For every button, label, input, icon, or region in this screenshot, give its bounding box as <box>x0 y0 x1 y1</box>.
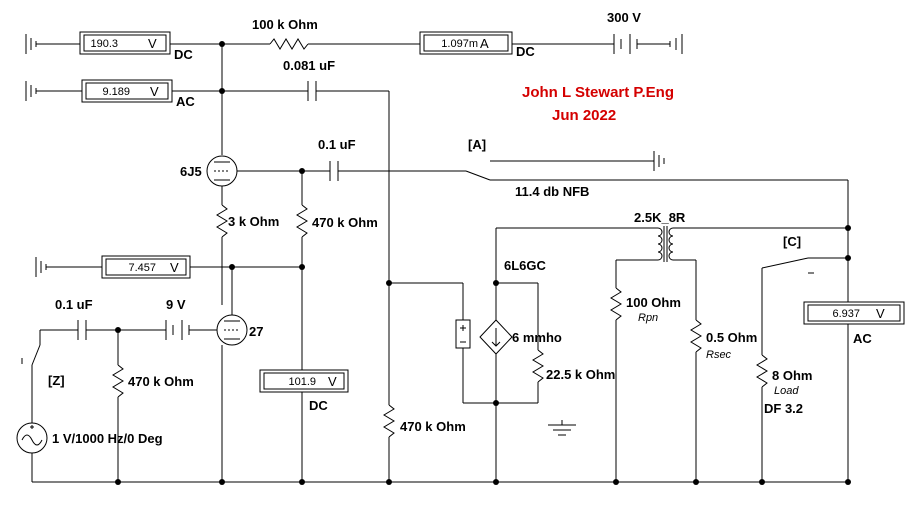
meter-mode: DC <box>174 47 193 62</box>
resistor-label: 100 Ohm <box>626 295 681 310</box>
voltmeter-output-ac: 6.937 V <box>803 301 905 325</box>
gm-label: 6 mmho <box>512 330 562 345</box>
meter-unit: V <box>328 374 337 389</box>
meter-mode: DC <box>516 44 535 59</box>
vccs-source <box>479 319 513 355</box>
ground-symbol-a <box>653 151 665 171</box>
voltmeter-plate-dc: 190.3 V <box>79 31 171 55</box>
capacitor-label: 0.1 uF <box>55 297 93 312</box>
meter-unit: V <box>170 260 179 275</box>
switch-c <box>761 257 814 274</box>
resistor-input <box>112 364 124 398</box>
resistor-label: 8 Ohm <box>772 368 812 383</box>
resistor-label: 3 k Ohm <box>228 214 279 229</box>
ground-symbol-supply <box>669 34 683 54</box>
tube-label: 6L6GC <box>504 258 547 273</box>
meter-unit: V <box>150 84 159 99</box>
resistor-primary <box>610 287 622 321</box>
resistor-load <box>756 354 768 388</box>
controlling-voltage-sensor <box>455 319 471 349</box>
switch-z <box>21 344 41 375</box>
resistor-grid-leak <box>383 404 395 438</box>
df-label: DF 3.2 <box>764 401 803 416</box>
capacitor-grid <box>329 161 339 181</box>
output-transformer <box>657 226 674 262</box>
triode-6j5 <box>206 155 238 187</box>
resistor-label: 470 k Ohm <box>312 215 378 230</box>
resistor-plate-out <box>532 349 544 383</box>
resistor-secondary <box>690 319 702 353</box>
bias-label: 9 V <box>166 297 186 312</box>
meter-mode: AC <box>176 94 195 109</box>
author-name: John L Stewart P.Eng <box>522 84 674 101</box>
meter-unit: V <box>148 36 157 51</box>
supply-label: 300 V <box>607 10 641 25</box>
switch-label: [Z] <box>48 373 65 388</box>
capacitor-label: 0.081 uF <box>283 58 335 73</box>
resistor-label: 100 k Ohm <box>252 17 318 32</box>
capacitor-coupling <box>307 81 317 101</box>
switch-label: [C] <box>783 234 801 249</box>
meter-value: 9.189 <box>102 86 130 98</box>
meter-unit: A <box>480 36 489 51</box>
voltmeter-cathode: 7.457 V <box>101 255 191 279</box>
resistor-grid-470k <box>296 204 308 238</box>
resistor-label: 470 k Ohm <box>400 419 466 434</box>
ground-symbol-v2 <box>25 81 37 101</box>
resistor-sublabel: Rsec <box>706 349 732 361</box>
author-date: Jun 2022 <box>552 107 616 124</box>
tube-label: 6J5 <box>180 164 202 179</box>
source-label: 1 V/1000 Hz/0 Deg <box>52 431 163 446</box>
meter-value: 6.937 <box>832 308 860 320</box>
meter-value: 190.3 <box>90 38 118 50</box>
resistor-label: 0.5 Ohm <box>706 330 757 345</box>
ac-source <box>16 422 48 454</box>
resistor-label: 470 k Ohm <box>128 374 194 389</box>
meter-value: 1.097m <box>441 38 478 50</box>
ground-symbol-v3 <box>35 257 47 277</box>
resistor-label: 22.5 k Ohm <box>546 367 615 382</box>
tube-label: 27 <box>249 324 263 339</box>
meter-unit: V <box>876 306 885 321</box>
meter-value: 7.457 <box>128 262 156 274</box>
battery-supply <box>613 34 638 54</box>
resistor-sublabel: Rpn <box>638 312 658 324</box>
meter-value: 101.9 <box>288 376 316 388</box>
ground-symbol-v1 <box>25 34 37 54</box>
voltmeter-plate-ac: 9.189 V <box>81 79 173 103</box>
battery-bias <box>165 320 190 340</box>
voltmeter-grid-dc: 101.9 V <box>259 369 349 393</box>
meter-mode: DC <box>309 398 328 413</box>
capacitor-input <box>77 320 87 340</box>
ammeter-plate-dc: 1.097m A <box>419 31 513 55</box>
meter-mode: AC <box>853 331 872 346</box>
resistor-sublabel: Load <box>774 385 799 397</box>
resistor-cathode <box>216 204 228 238</box>
ground-symbol-out <box>548 420 576 436</box>
switch-label: [A] <box>468 137 486 152</box>
nfb-label: 11.4 db NFB <box>515 184 589 199</box>
triode-27 <box>216 314 248 346</box>
resistor-plate-load <box>269 38 309 50</box>
switch-a <box>465 160 496 181</box>
transformer-label: 2.5K_8R <box>634 210 686 225</box>
capacitor-label: 0.1 uF <box>318 137 356 152</box>
